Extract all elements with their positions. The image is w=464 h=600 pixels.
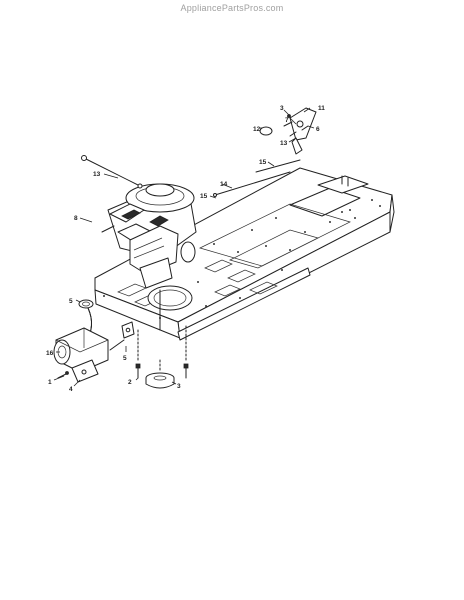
callout-5-left: 5 [69,298,73,305]
throttle-control-assembly [259,107,317,155]
callout-7: 7 [285,117,289,124]
leader-lines [53,107,315,387]
callout-labels: 3 7 11 12 6 13 15 13 14 15 8 5 16 5 1 4 … [46,105,325,393]
callout-16: 16 [46,350,54,357]
callout-8: 8 [74,215,78,222]
engine-assembly [101,183,197,331]
callout-13-left: 13 [93,171,101,178]
callout-15-mid: 15 [200,193,208,200]
cable-parts [81,155,301,197]
callout-15-top: 15 [259,159,267,166]
frame-assembly [94,167,395,341]
callout-5-mid: 5 [123,355,127,362]
muffler-assembly [53,299,135,383]
callout-4: 4 [69,386,73,393]
callout-3-top: 3 [280,105,284,112]
callout-1: 1 [48,379,52,386]
callout-6: 6 [316,126,320,133]
callout-2: 2 [128,379,132,386]
callout-3-bottom: 3 [177,383,181,390]
callout-12: 12 [253,126,261,133]
pulley-assembly [135,325,189,389]
callout-13-right: 13 [280,140,288,147]
watermark-text: AppliancePartsPros.com [180,3,284,13]
callout-11: 11 [318,105,325,112]
callout-14: 14 [220,181,228,188]
